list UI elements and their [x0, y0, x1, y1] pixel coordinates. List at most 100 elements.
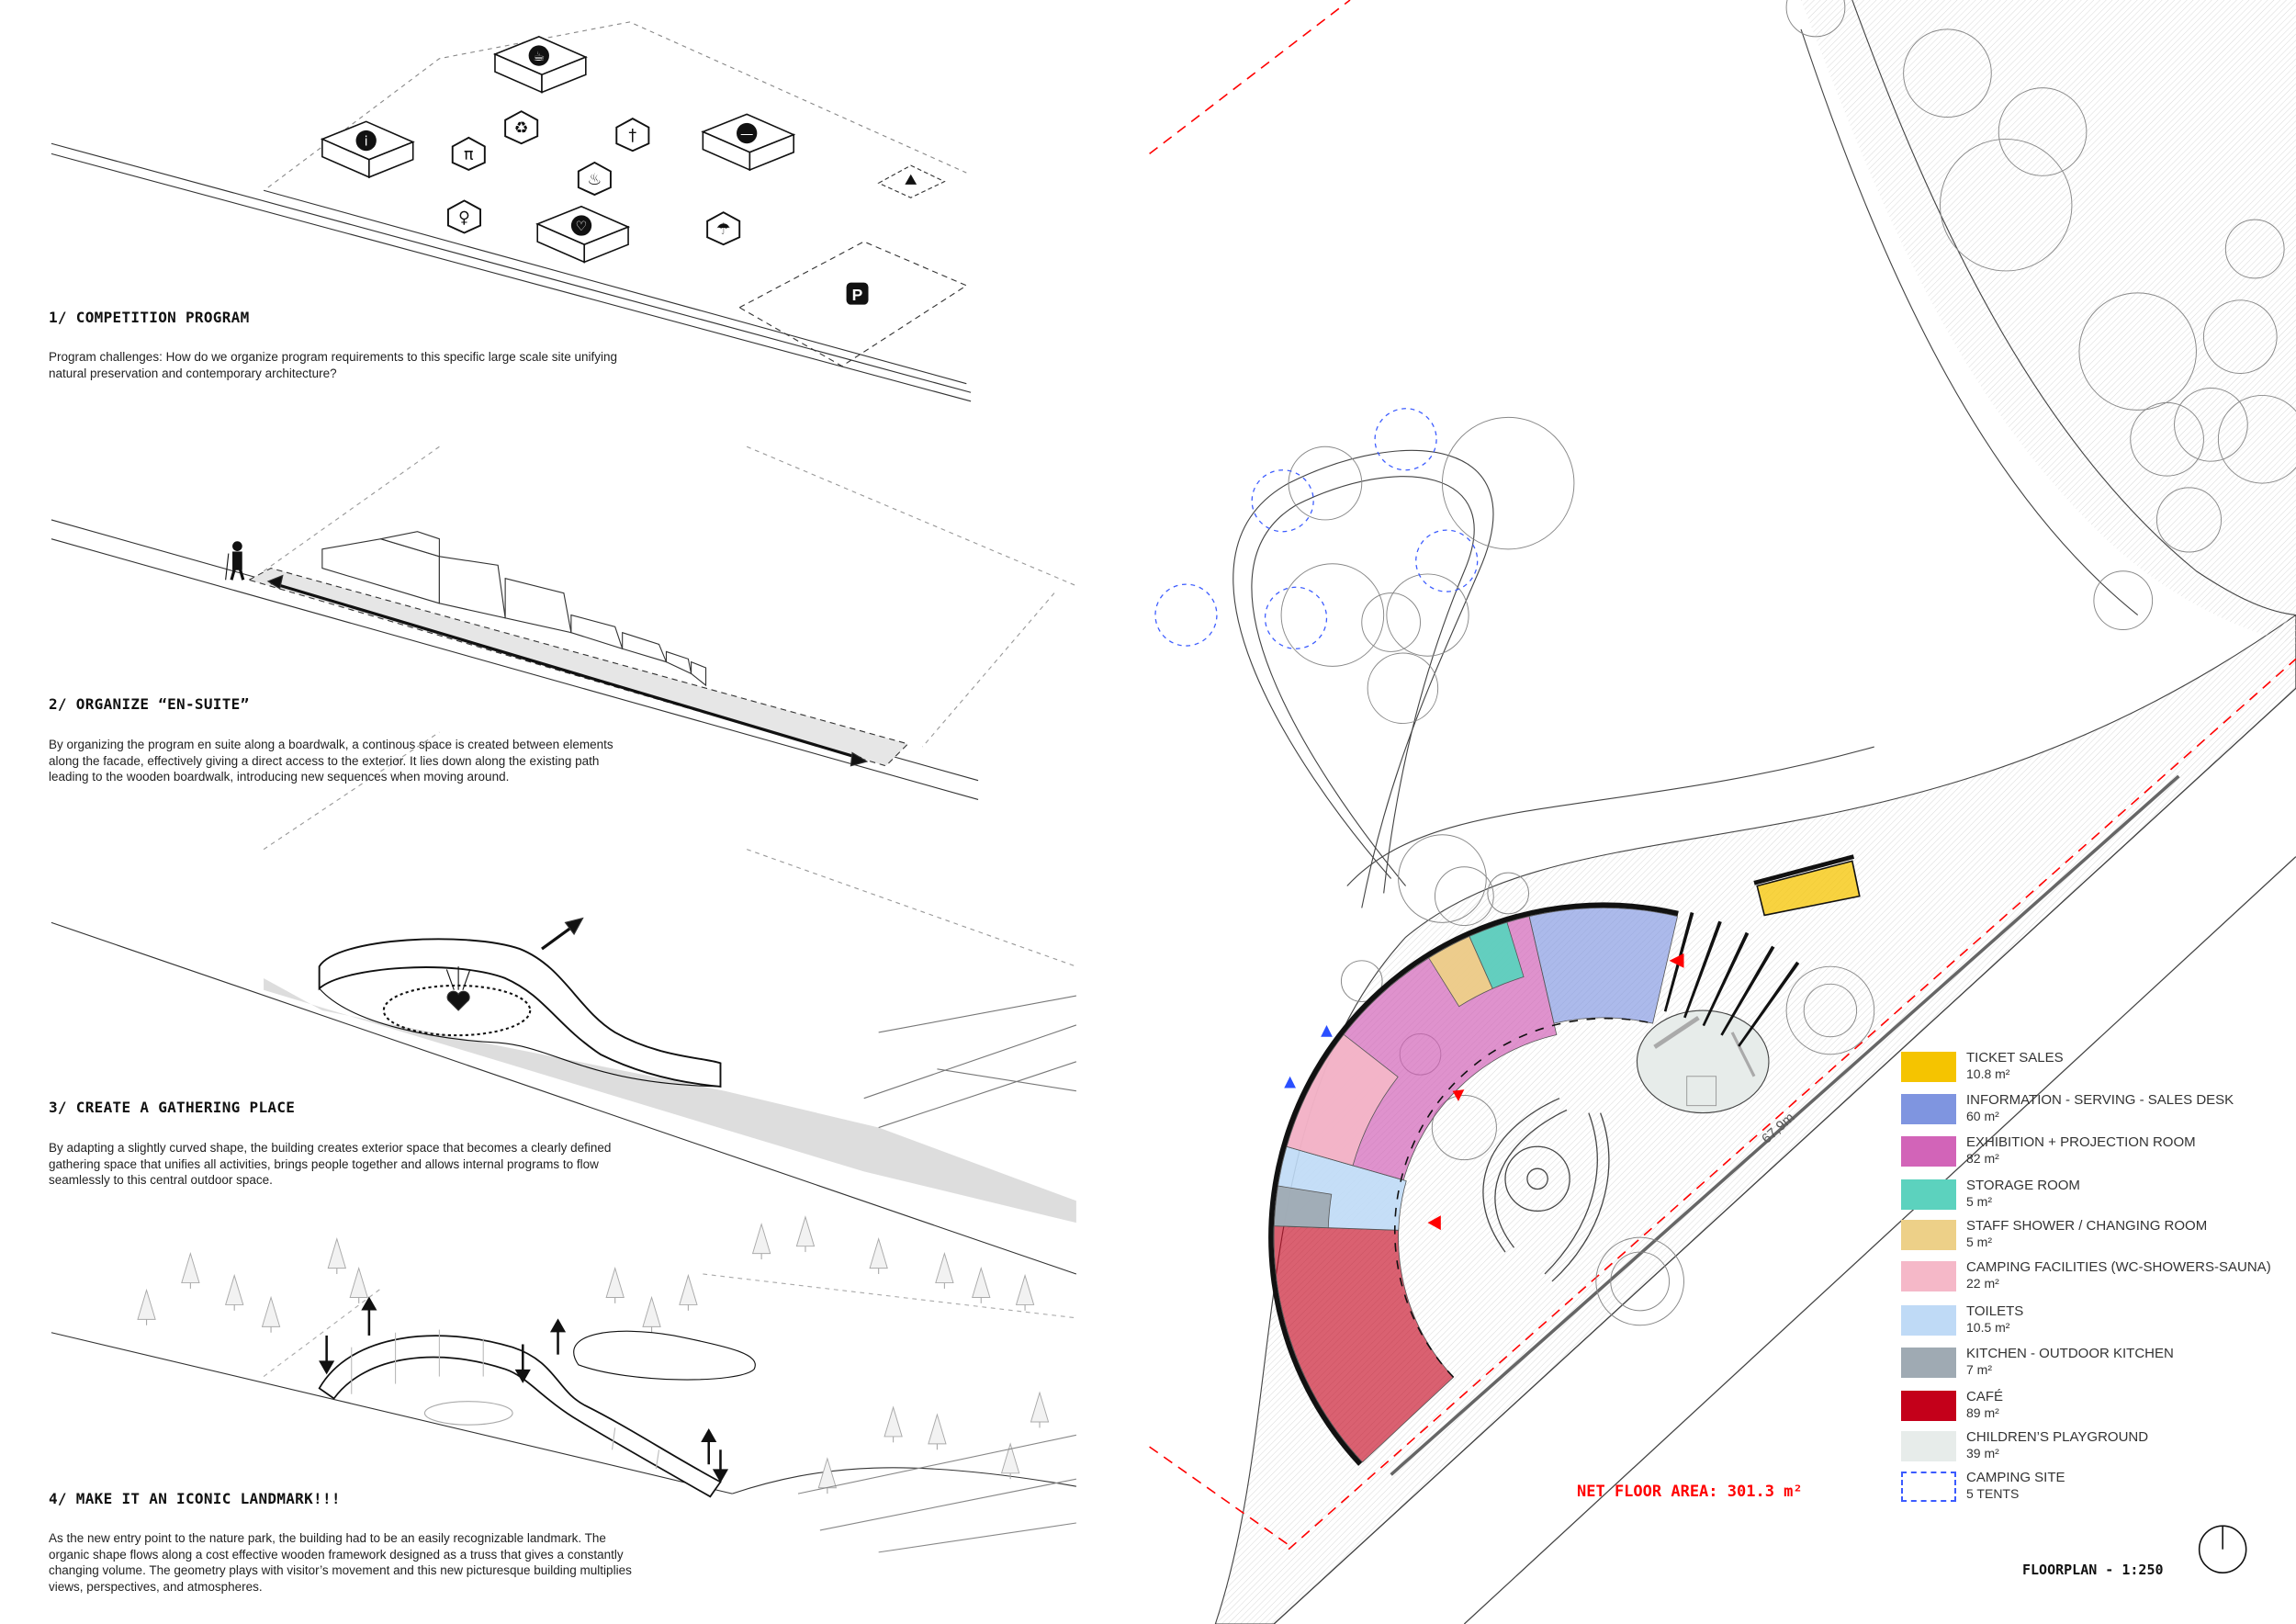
legend-label: CAMPING SITE [1966, 1470, 2065, 1485]
svg-text:☂: ☂ [716, 220, 731, 239]
toilets-icon: ♀ [447, 199, 481, 234]
tree-canopy [2174, 387, 2248, 462]
camping-tent-spot [1264, 586, 1328, 649]
legend-label: INFORMATION - SERVING - SALES DESK [1966, 1092, 2234, 1108]
tree-icon [224, 1273, 244, 1311]
loop-path [1232, 449, 1494, 908]
tree-canopy [1398, 834, 1487, 923]
colonnade-post [1702, 931, 1750, 1027]
tree-icon [972, 1266, 991, 1303]
section-2-heading: 2/ ORGANIZE “EN-SUITE” [49, 695, 250, 713]
outer-wall [1268, 902, 1679, 1466]
legend-label: KITCHEN - OUTDOOR KITCHEN [1966, 1346, 2174, 1361]
tree-icon [605, 1266, 625, 1303]
colonnade-post [1683, 920, 1722, 1019]
road-edge [1851, 0, 2296, 616]
childrens-playground [1636, 1009, 1770, 1114]
zone-ticket-sales [1756, 860, 1861, 917]
tent-area [877, 164, 946, 198]
legend-area: 89 m² [1966, 1405, 1999, 1420]
net-floor-area: NET FLOOR AREA: 301.3 m² [1577, 1483, 1803, 1501]
tree-canopy [1803, 983, 1858, 1038]
restaurant-icon: † [615, 118, 650, 152]
tree-canopy [1288, 445, 1363, 521]
tree-canopy [1610, 1251, 1671, 1312]
sketch-gathering-place [51, 731, 1077, 1275]
svg-text:π: π [464, 146, 474, 164]
tree-canopy [1785, 0, 1846, 38]
lot-boundary [1288, 658, 2296, 1551]
tree-icon [928, 1413, 947, 1450]
cafe-icon: ☕ [492, 35, 588, 94]
svg-text:☕: ☕ [533, 50, 545, 64]
tree-icon [795, 1215, 816, 1253]
tree-canopy [1903, 28, 1992, 118]
inner-facade [1393, 1017, 1653, 1378]
site-ground [1214, 614, 2296, 1624]
parking-area [738, 241, 968, 367]
legend-swatch [1901, 1348, 1956, 1378]
zone-kitchen [1273, 1185, 1333, 1229]
tree-canopy [2093, 570, 2154, 630]
tree-canopy [1367, 652, 1439, 725]
legend-area: 10.5 m² [1966, 1320, 2010, 1335]
zone-storage [1469, 921, 1525, 989]
tree-icon [181, 1251, 200, 1289]
tent-icon [905, 174, 917, 185]
svg-text:†: † [628, 127, 636, 145]
info-icon: i [320, 120, 415, 179]
section-3-body: By adapting a slightly curved shape, the… [49, 1141, 612, 1187]
tree-canopy [1441, 416, 1575, 550]
tree-icon [642, 1295, 661, 1333]
legend-label: TICKET SALES [1966, 1050, 2064, 1066]
tree-canopy [1280, 563, 1385, 667]
tree-canopy [1361, 592, 1422, 652]
tree-canopy [1939, 138, 2073, 272]
tree-canopy [2217, 394, 2296, 484]
tree-canopy [1785, 965, 1875, 1055]
tree-canopy [1487, 872, 1529, 915]
legend-swatch [1901, 1305, 1956, 1336]
tree-canopy [2078, 292, 2197, 411]
tree-canopy [1386, 573, 1469, 657]
legend-label: TOILETS [1966, 1303, 2024, 1319]
tree-icon [327, 1237, 347, 1274]
camping-tent-spot [1251, 469, 1314, 533]
entrance-markers [1427, 953, 1684, 1231]
tree-icon [869, 1237, 888, 1274]
tree-canopy [2224, 219, 2285, 279]
tree-icon [1000, 1442, 1020, 1480]
picnic-table-icon: π [451, 136, 486, 171]
tree-icon [935, 1251, 954, 1289]
svg-text:i: i [365, 135, 368, 150]
legend-area: 39 m² [1966, 1446, 1999, 1460]
movement-arrows [319, 1296, 729, 1483]
central-benches [1482, 1098, 1610, 1282]
legend-swatch [1901, 1052, 1956, 1082]
legend-label: STAFF SHOWER / CHANGING ROOM [1966, 1218, 2208, 1234]
tree-icon [679, 1273, 698, 1311]
svg-text:♻: ♻ [514, 119, 529, 138]
legend-label: EXHIBITION + PROJECTION ROOM [1966, 1134, 2196, 1150]
zone-information [1528, 908, 1678, 1024]
tree-canopy [1431, 1095, 1497, 1161]
zone-camping-facilities [1286, 1033, 1399, 1167]
legend-swatch [1901, 1136, 1956, 1167]
sketch-en-suite [51, 445, 1077, 800]
tree-icon [261, 1295, 281, 1333]
section-4-heading: 4/ MAKE IT AN ICONIC LANDMARK!!! [49, 1490, 341, 1507]
dimension-line [1390, 774, 2180, 1476]
legend-swatch [1901, 1472, 1956, 1502]
legend-label: CHILDREN’S PLAYGROUND [1966, 1429, 2149, 1445]
section-1-heading: 1/ COMPETITION PROGRAM [49, 309, 250, 326]
legend-swatch [1901, 1431, 1956, 1461]
recycling-icon: ♻ [504, 110, 539, 145]
camping-tent-spot [1154, 583, 1218, 647]
colonnade-post [1720, 945, 1775, 1036]
tree-canopy [1434, 866, 1494, 927]
legend-area: 5 m² [1966, 1194, 1992, 1209]
colonnade-post [1738, 961, 1800, 1047]
legend-swatch [1901, 1391, 1956, 1421]
